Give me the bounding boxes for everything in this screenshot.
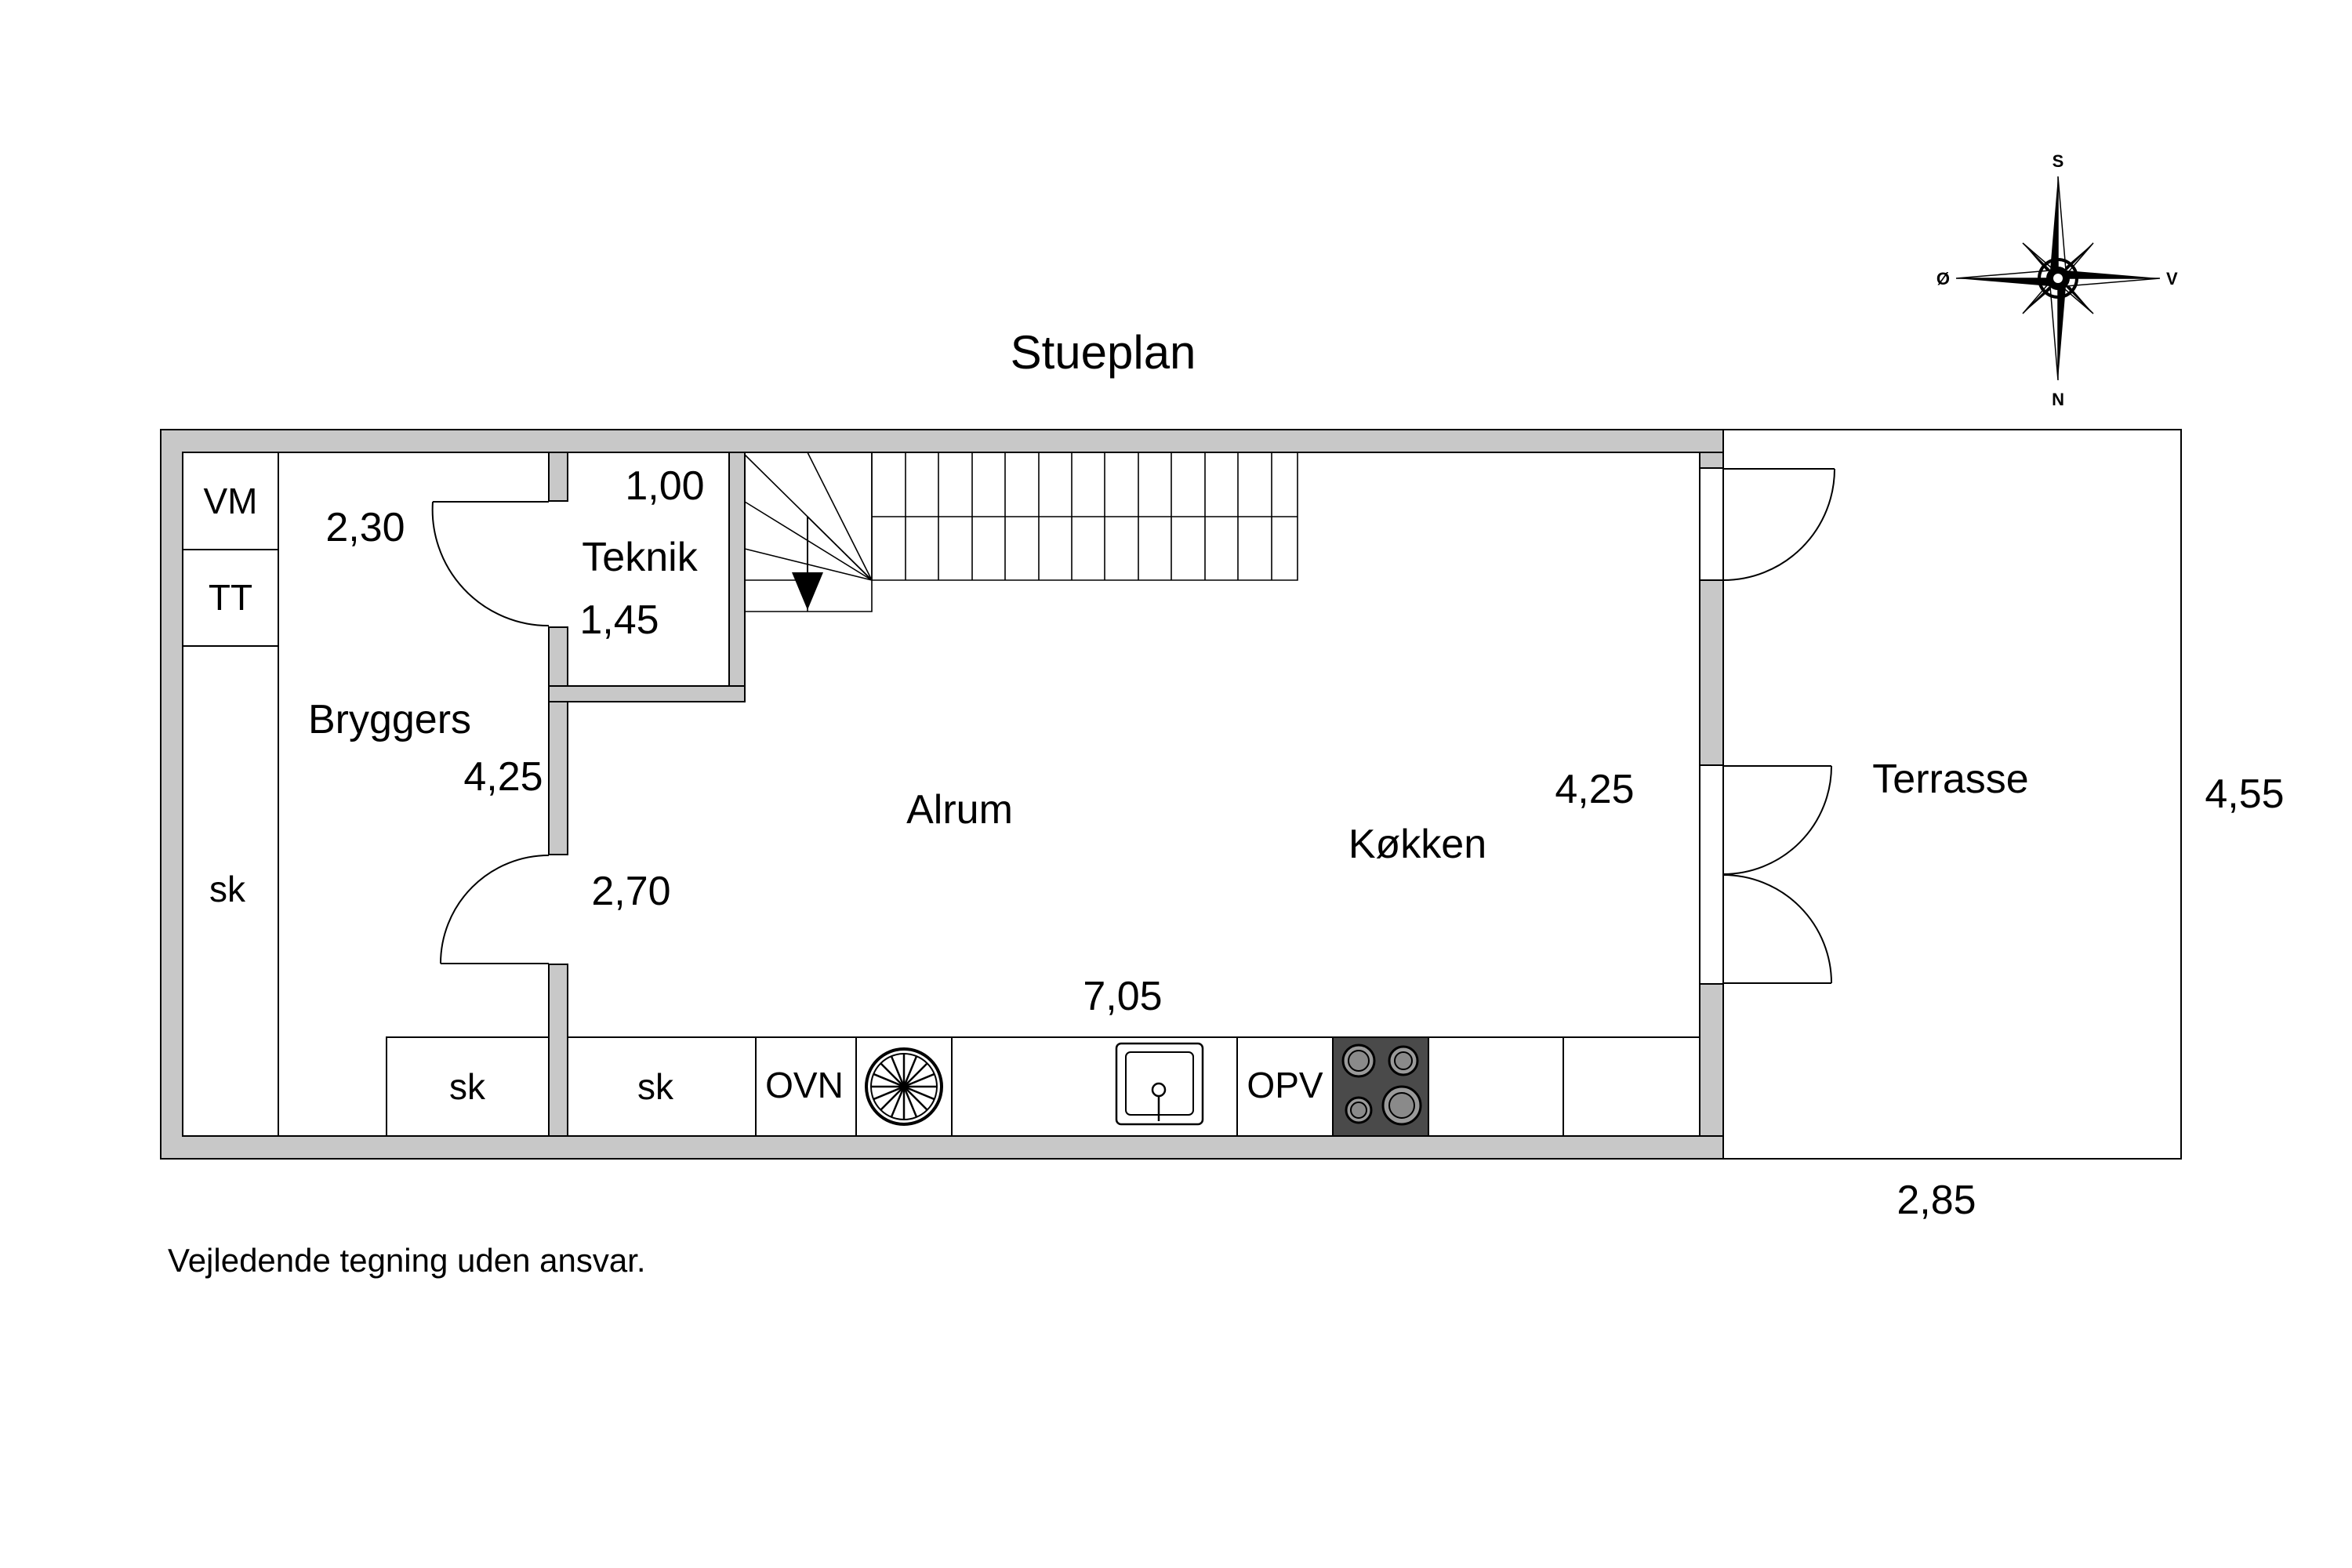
ovn-label: OVN bbox=[765, 1065, 844, 1105]
fan-spoke bbox=[903, 1085, 935, 1101]
opv-label: OPV bbox=[1247, 1065, 1323, 1105]
door-bryggers-alrum bbox=[440, 855, 550, 964]
door-opening-lower bbox=[1700, 766, 1723, 983]
door-opening-bryggers bbox=[550, 855, 567, 964]
dim-bryggers-width: 2,30 bbox=[325, 505, 405, 550]
dim-kitchen-length: 7,05 bbox=[1083, 974, 1162, 1019]
wall-right-top bbox=[1699, 452, 1724, 469]
door-opening-upper bbox=[1700, 469, 1723, 579]
dim-teknik-width: 1,00 bbox=[625, 463, 704, 509]
disclaimer-note: Vejledende tegning uden ansvar. bbox=[168, 1242, 646, 1279]
sk-tall-label: sk bbox=[209, 869, 246, 909]
sink-icon bbox=[1115, 1042, 1204, 1126]
tt-label: TT bbox=[209, 577, 252, 618]
room-label-bryggers: Bryggers bbox=[308, 697, 471, 742]
room-label-alrum: Alrum bbox=[906, 787, 1013, 833]
fan-spoke bbox=[902, 1055, 918, 1087]
sk-kitchen-label: sk bbox=[637, 1066, 674, 1107]
door-terrace-upper bbox=[1722, 468, 1835, 581]
wall-teknik-bottom bbox=[548, 685, 746, 702]
fan-spoke bbox=[903, 1073, 935, 1088]
compass-rose-icon: S N Ø V bbox=[1936, 151, 2178, 409]
staircase bbox=[744, 452, 1298, 612]
compass-o-label: Ø bbox=[1936, 269, 1950, 289]
stair-arrow-icon bbox=[792, 572, 823, 610]
dim-alrum-width: 2,70 bbox=[591, 869, 670, 914]
dim-teknik-depth: 1,45 bbox=[579, 597, 659, 643]
sk-bryggers-cabinet bbox=[386, 1036, 550, 1137]
vm-cabinet bbox=[182, 452, 279, 550]
terrace-outline bbox=[1723, 429, 2182, 1160]
wall-bryggers-alrum-lower bbox=[548, 964, 568, 1137]
door-terrace-double bbox=[1722, 765, 1832, 984]
wall-bryggers-teknik-mid bbox=[548, 626, 568, 855]
fan-spoke bbox=[903, 1062, 928, 1087]
fan-spoke bbox=[873, 1073, 905, 1088]
oven-fan-icon bbox=[865, 1047, 943, 1126]
wall-teknik-right bbox=[728, 452, 746, 702]
fan-spoke bbox=[890, 1055, 906, 1087]
fan-spoke bbox=[880, 1086, 905, 1111]
fan-spoke bbox=[890, 1086, 906, 1118]
vm-label: VM bbox=[204, 481, 258, 521]
room-label-kokken: Køkken bbox=[1348, 822, 1486, 867]
dim-bryggers-depth: 4,25 bbox=[463, 754, 543, 800]
plan-title: Stueplan bbox=[1011, 326, 1196, 379]
room-label-teknik: Teknik bbox=[582, 535, 698, 580]
wall-bryggers-teknik-upper bbox=[548, 452, 568, 502]
dim-terrace-width: 2,85 bbox=[1896, 1178, 1976, 1223]
sk-tall-cabinet bbox=[182, 645, 279, 1137]
fan-spoke bbox=[880, 1062, 905, 1087]
sk-bryggers-label: sk bbox=[449, 1066, 486, 1107]
room-label-terrasse: Terrasse bbox=[1872, 757, 2028, 802]
door-opening-teknik bbox=[550, 502, 567, 626]
fan-spoke bbox=[903, 1086, 928, 1111]
dim-kitchen-depth: 4,25 bbox=[1555, 767, 1634, 812]
dim-terrace-depth: 4,55 bbox=[2205, 771, 2284, 817]
cooktop-icon bbox=[1332, 1036, 1429, 1137]
wall-right-middle bbox=[1699, 579, 1724, 766]
fan-spoke bbox=[902, 1086, 918, 1118]
fan-spoke bbox=[873, 1085, 905, 1101]
wall-right-bottom bbox=[1699, 983, 1724, 1137]
door-teknik bbox=[431, 501, 550, 627]
compass-n-label: N bbox=[2052, 390, 2064, 409]
compass-v-label: V bbox=[2166, 269, 2178, 289]
compass-s-label: S bbox=[2053, 151, 2064, 171]
